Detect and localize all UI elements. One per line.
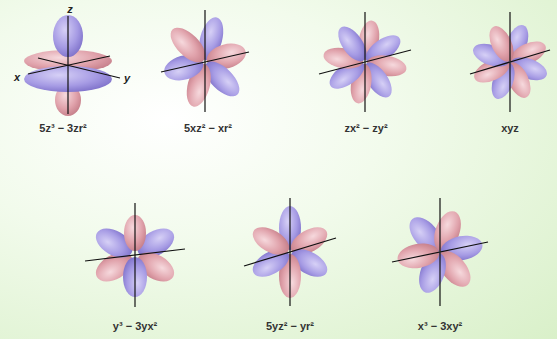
orbital-label: 5xz² − xr² xyxy=(184,122,232,134)
orbital-label: x³ − 3xy² xyxy=(418,320,462,332)
axis-label: z xyxy=(67,3,73,15)
orbital-label: xyz xyxy=(501,122,519,134)
orbital-label: 5z³ − 3zr² xyxy=(39,122,86,134)
orbital-label: zx² − zy² xyxy=(344,122,387,134)
orbital-label: y³ − 3yx² xyxy=(113,320,157,332)
orbital-label: 5yz² − yr² xyxy=(266,320,314,332)
axis-label: y xyxy=(124,72,130,84)
axis-label: x xyxy=(14,71,20,83)
